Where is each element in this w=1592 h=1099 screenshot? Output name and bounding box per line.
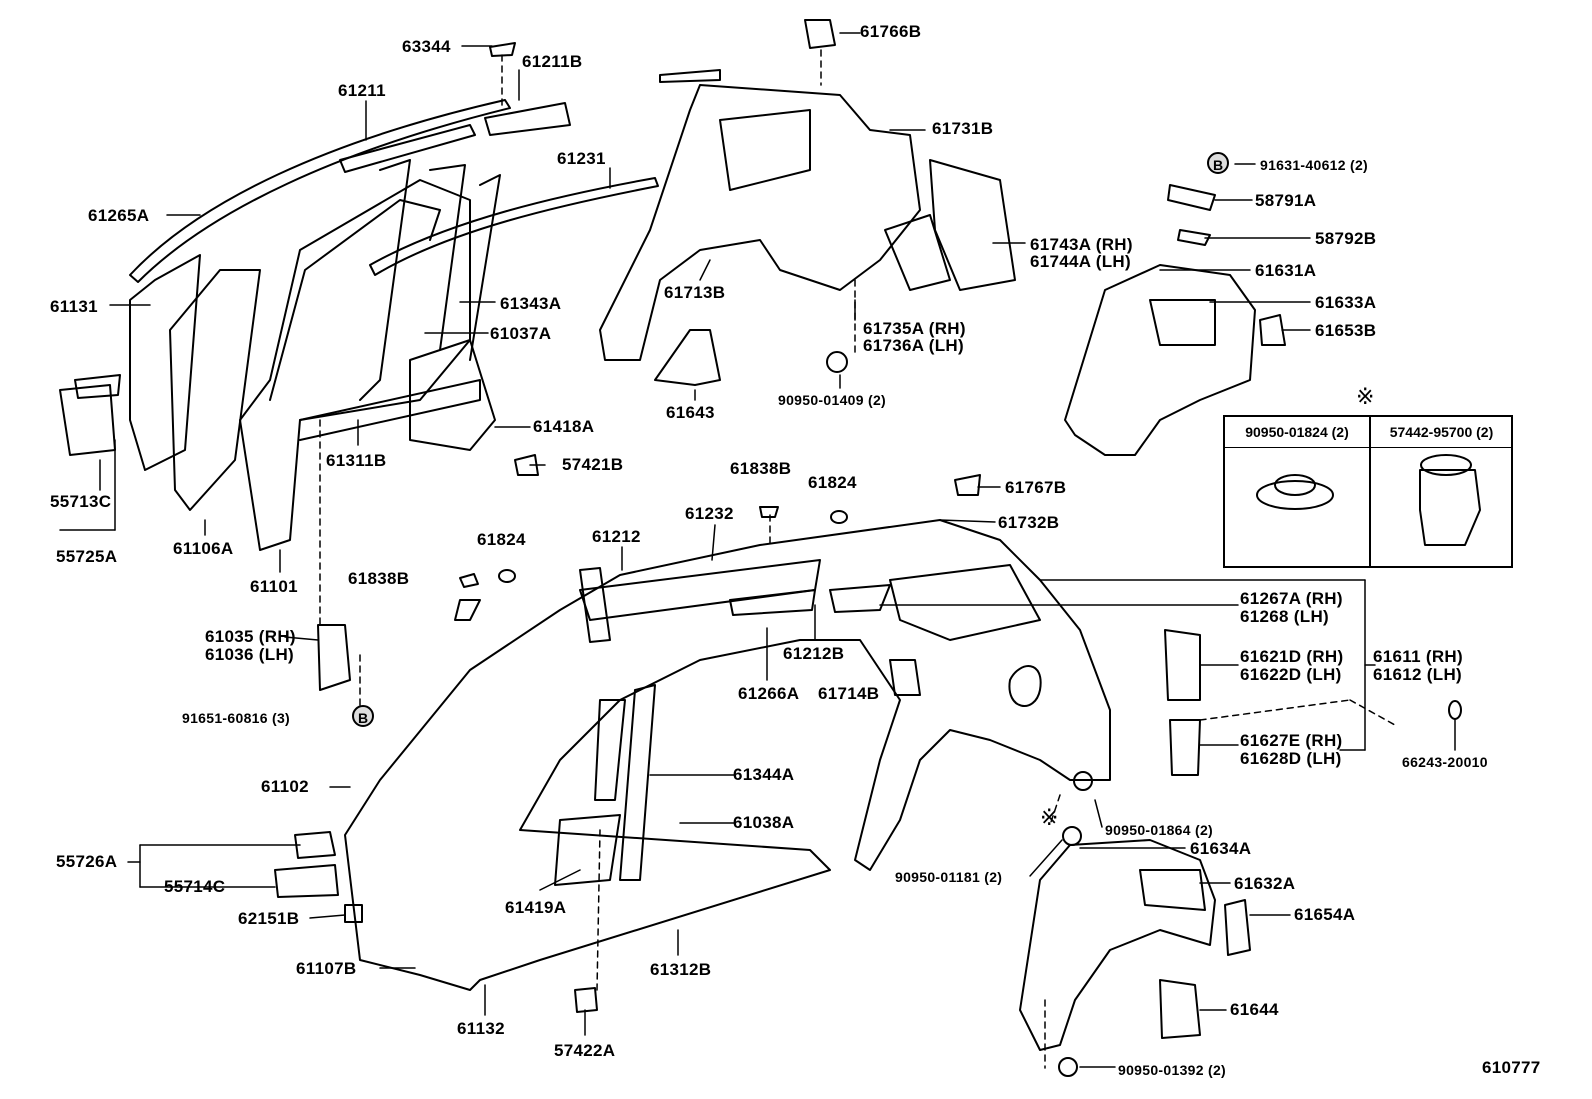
part-label: 61132 <box>457 1019 505 1038</box>
part-label: 90950-01864 (2) <box>1105 822 1214 838</box>
legend-divider <box>1369 417 1371 566</box>
part-label: 63344 <box>402 37 451 56</box>
roof-rail-group <box>129 42 571 283</box>
rail-61231 <box>369 177 659 276</box>
part-label: 91631-40612 (2) <box>1260 157 1369 173</box>
reference-b-marker: B <box>352 705 374 727</box>
part-label: 61212B <box>783 644 845 663</box>
part-label: 61101 <box>250 577 298 596</box>
part-label: 57421B <box>562 455 624 474</box>
part-label: 61131 <box>50 297 98 316</box>
part-label: 61344A <box>733 765 795 784</box>
part-label: 61633A <box>1315 293 1377 312</box>
part-label: 61266A <box>738 684 800 703</box>
part-label: 61643 <box>666 403 715 422</box>
reference-b-marker: B <box>1207 152 1229 174</box>
part-label: 61211B <box>522 52 583 71</box>
part-label: 61744A (LH) <box>1030 252 1131 271</box>
part-label: 61268 (LH) <box>1240 607 1329 626</box>
part-label: 61419A <box>505 898 567 917</box>
wheelhouse-lower-group <box>1019 771 1251 1077</box>
wheelhouse-upper-group <box>1064 184 1286 456</box>
legend-box: 90950-01824 (2) 57442-95700 (2) <box>1223 415 1513 568</box>
part-label: 61743A (RH) <box>1030 235 1133 254</box>
part-label: 61766B <box>860 22 922 41</box>
part-label: 61824 <box>477 530 526 549</box>
part-label: 55713C <box>50 492 112 511</box>
part-label: 91651-60816 (3) <box>182 710 291 726</box>
part-label: 61631A <box>1255 261 1317 280</box>
legend-icons <box>1256 454 1481 546</box>
part-label: 90950-01409 (2) <box>778 392 887 408</box>
leader-lines <box>59 32 1456 1068</box>
part-label: 61265A <box>88 206 150 225</box>
part-label: 61736A (LH) <box>863 336 964 355</box>
part-label: 61628D (LH) <box>1240 749 1342 768</box>
part-label: 61767B <box>1005 478 1067 497</box>
part-label: 61036 (LH) <box>205 645 294 664</box>
part-label: 61212 <box>592 527 641 546</box>
part-label: 61627E (RH) <box>1240 731 1343 750</box>
part-label: 55725A <box>56 547 118 566</box>
part-label: 61232 <box>685 504 734 523</box>
part-label: 61611 (RH) <box>1373 647 1463 666</box>
part-label: 61038A <box>733 813 795 832</box>
part-label: 61106A <box>173 539 234 558</box>
part-label: 61632A <box>1234 874 1296 893</box>
part-label: 61735A (RH) <box>863 319 966 338</box>
part-label: 61102 <box>261 777 309 796</box>
part-label: 90950-01181 (2) <box>895 869 1003 885</box>
part-label: 61107B <box>296 959 357 978</box>
part-label: 55714C <box>164 877 226 896</box>
part-label: 61732B <box>998 513 1060 532</box>
part-label: 62151B <box>238 909 300 928</box>
part-label: 61231 <box>557 149 606 168</box>
part-label: 61312B <box>650 960 712 979</box>
part-label: 61612 (LH) <box>1373 665 1462 684</box>
part-label: 61838B <box>348 569 410 588</box>
part-label: 61714B <box>818 684 880 703</box>
part-label: 61654A <box>1294 905 1356 924</box>
rear-quarter-upper-group <box>599 19 1016 386</box>
part-label: 61037A <box>490 324 552 343</box>
part-label: 61343A <box>500 294 562 313</box>
legend-header-right: 57442-95700 (2) <box>1370 417 1513 448</box>
dashed-leaders <box>319 49 1396 1069</box>
part-label: 61035 (RH) <box>205 627 296 646</box>
part-label: 58791A <box>1255 191 1317 210</box>
part-label: 55726A <box>56 852 118 871</box>
part-label: 61211 <box>338 81 386 100</box>
part-label: 61731B <box>932 119 994 138</box>
part-label: 66243-20010 <box>1402 754 1488 770</box>
part-label: 61621D (RH) <box>1240 647 1344 666</box>
part-label: 58792B <box>1315 229 1377 248</box>
part-label: 61634A <box>1190 839 1252 858</box>
part-label: 61653B <box>1315 321 1377 340</box>
part-label: 61622D (LH) <box>1240 665 1342 684</box>
note-symbol: ※ <box>1040 806 1059 831</box>
figure-number: 610777 <box>1482 1058 1541 1077</box>
legend-header-left: 90950-01824 (2) <box>1225 417 1369 448</box>
part-label: 61267A (RH) <box>1240 589 1343 608</box>
note-symbol: ※ <box>1356 385 1375 410</box>
part-label: 61713B <box>664 283 726 302</box>
part-label: 61838B <box>730 459 792 478</box>
bracket-group <box>274 454 1462 1013</box>
part-label: 57422A <box>554 1041 616 1060</box>
body-side-outer-group <box>344 519 1111 991</box>
part-label: 61311B <box>326 451 387 470</box>
part-label: 61644 <box>1230 1000 1279 1019</box>
part-label: 61418A <box>533 417 595 436</box>
part-label: 90950-01392 (2) <box>1118 1062 1227 1078</box>
part-label: 61824 <box>808 473 857 492</box>
